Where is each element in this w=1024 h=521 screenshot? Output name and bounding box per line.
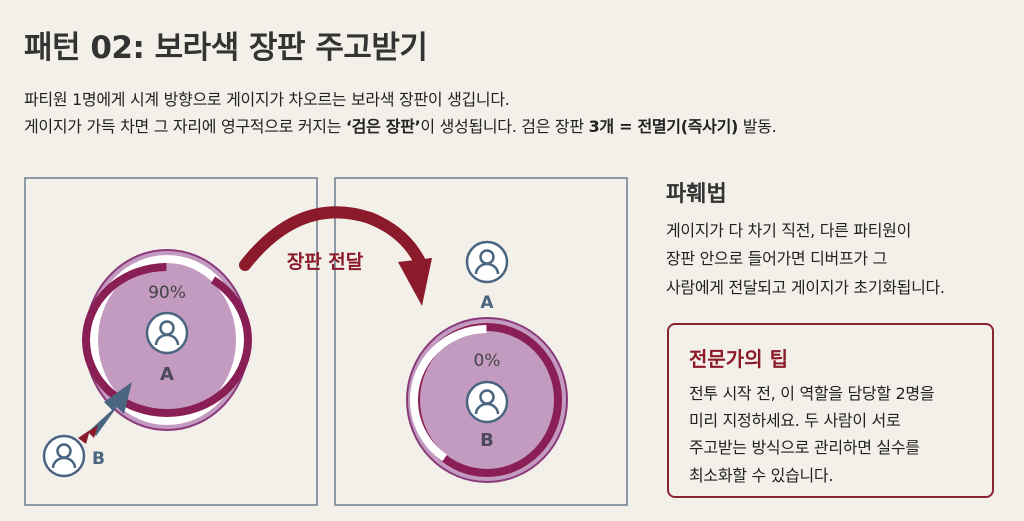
- desc-text: 발동.: [738, 117, 777, 136]
- transfer-label: 장판 전달: [287, 251, 364, 273]
- arrow-icon: [90, 382, 132, 436]
- person-icon: [465, 380, 509, 424]
- tip-line: 주고받는 방식으로 관리하면 실수를: [689, 438, 920, 457]
- page-title: 패턴 02: 보라색 장판 주고받기: [24, 30, 428, 66]
- solution-line: 사람에게 전달되고 게이지가 초기화됩니다.: [666, 278, 945, 297]
- desc-text: 게이지가 가득 차면 그 자리에 영구적으로 커지는: [24, 117, 346, 136]
- purple-zone-after: [406, 317, 568, 483]
- gauge-text-after: 0%: [474, 351, 501, 371]
- tip-line: 최소화할 수 있습니다.: [689, 466, 834, 485]
- solution-heading: 파훼법: [666, 182, 727, 207]
- desc-text: 이 생성됩니다. 검은 장판: [420, 117, 589, 136]
- label-a: A: [160, 364, 174, 385]
- transfer-arrowhead: [398, 258, 432, 306]
- after-panel: [334, 177, 628, 506]
- solution-line: 게이지가 다 차기 직전, 다른 파티원이: [666, 221, 912, 240]
- label-b-holder: B: [480, 430, 494, 451]
- tip-line: 미리 지정하세요. 두 사람이 서로: [689, 411, 901, 430]
- person-icon: [42, 434, 86, 478]
- motion-icon: [78, 425, 98, 444]
- before-panel: [24, 177, 318, 506]
- desc-highlight: 3개 = 전멸기(즉사기): [588, 117, 739, 136]
- label-a-freed: A: [480, 293, 494, 313]
- transfer-arrow: [239, 206, 426, 271]
- expert-tip-box: 전문가의 팁 전투 시작 전, 이 역할을 담당할 2명을 미리 지정하세요. …: [667, 323, 994, 498]
- desc-highlight: ‘검은 장판’: [345, 117, 421, 136]
- person-icon: [465, 240, 509, 284]
- tip-line: 전투 시작 전, 이 역할을 담당할 2명을: [689, 384, 935, 403]
- person-icon: [145, 311, 189, 355]
- gauge-ring-before: [82, 263, 252, 417]
- solution-line: 장판 안으로 들어가면 디버프가 그: [666, 249, 888, 268]
- description-line-2: 게이지가 가득 차면 그 자리에 영구적으로 커지는 ‘검은 장판’이 생성됩니…: [24, 113, 777, 137]
- label-b: B: [92, 449, 105, 469]
- gauge-text-before: 90%: [148, 283, 186, 303]
- description-line-1: 파티원 1명에게 시계 방향으로 게이지가 차오르는 보라색 장판이 생깁니다.: [24, 90, 510, 109]
- tip-heading: 전문가의 팁: [689, 347, 788, 371]
